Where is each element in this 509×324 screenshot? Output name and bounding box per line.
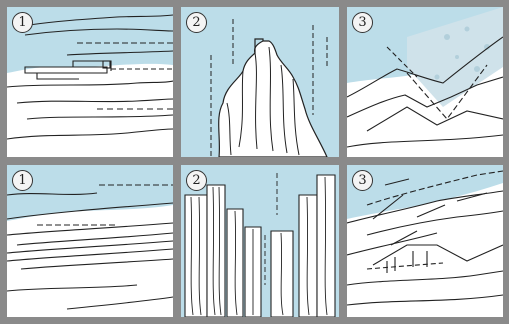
panel-bottom-3: 3 bbox=[347, 165, 503, 317]
panel-bottom-2: 2 bbox=[181, 165, 339, 317]
panel-bottom-1: 1 bbox=[7, 165, 173, 317]
stratified-layers-drawing bbox=[7, 165, 173, 317]
diagonal-slopes-drawing bbox=[347, 7, 503, 157]
panel-number-badge: 2 bbox=[186, 12, 207, 33]
panel-number-badge: 1 bbox=[12, 170, 33, 191]
vertical-columns-drawing bbox=[181, 165, 339, 317]
panel-top-1: 1 bbox=[7, 7, 173, 157]
panel-top-3: 3 bbox=[347, 7, 503, 157]
rock-spire-drawing bbox=[181, 7, 339, 157]
panel-number-badge: 2 bbox=[186, 170, 207, 191]
panel-top-2: 2 bbox=[181, 7, 339, 157]
panel-number-badge: 1 bbox=[12, 12, 33, 33]
layered-landscape-drawing bbox=[7, 7, 173, 157]
slopes-with-pavilion-drawing bbox=[347, 165, 503, 317]
panel-number-badge: 3 bbox=[352, 170, 373, 191]
panel-number-badge: 3 bbox=[352, 12, 373, 33]
